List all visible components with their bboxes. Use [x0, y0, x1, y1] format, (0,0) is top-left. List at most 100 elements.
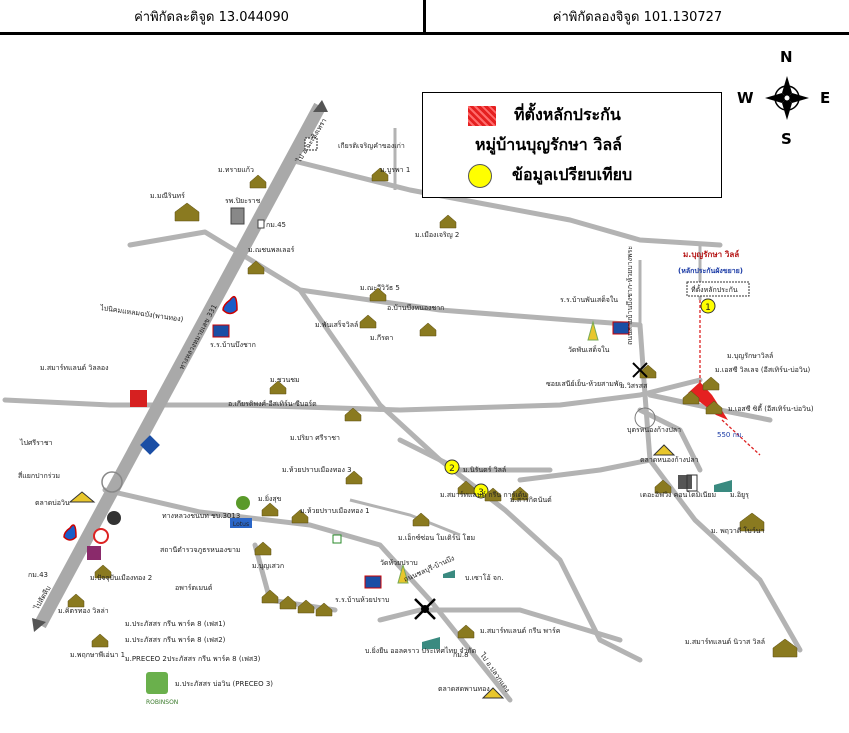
label-huai1: ม.ห้วยปราบเมืองทอง 1 — [300, 507, 370, 515]
legend-site-line2: หมู่บ้านบุญรักษา วิลล์ — [475, 135, 622, 154]
house-icon — [261, 589, 279, 604]
site-swatch-icon — [468, 105, 496, 126]
house-icon — [457, 480, 475, 495]
house-icons — [67, 167, 798, 658]
house-icon — [247, 260, 265, 275]
robinson-icon — [146, 672, 168, 694]
house-icon — [174, 202, 200, 222]
compass-e: E — [820, 89, 831, 107]
label-thamma: สี่แยกปากร่วม — [18, 471, 60, 480]
label-site-box: ที่ตั้งหลักประกัน — [691, 283, 738, 294]
lotus-icon — [230, 518, 252, 528]
house-icon — [279, 595, 297, 610]
label-km550: 550 กม. — [717, 431, 744, 439]
school-icon — [612, 321, 630, 335]
compass-w: W — [737, 89, 754, 107]
house-icon — [439, 214, 457, 229]
label-talad-khao: ตลาดสดพานทอง — [438, 685, 490, 693]
label-km45: กม.45 — [266, 221, 286, 229]
label-muksuk: ม.ยิ่งสุข — [258, 494, 282, 503]
arrow-south-icon — [32, 618, 46, 632]
house-icon — [254, 541, 272, 556]
compass-n: N — [780, 48, 793, 66]
label-condo: เดอะอิฟวิง คอนโดมิเนียม — [640, 490, 716, 499]
label-km43: กม.43 — [28, 571, 48, 579]
label-smart-villa: ม.สมาร์ทแลนด์ วิลลอง — [40, 364, 109, 372]
comparison-swatch-icon — [468, 163, 492, 188]
road-right — [637, 322, 803, 653]
label-talad-nong: ตลาดหนองก้างปลา — [640, 456, 699, 464]
house-icon — [359, 314, 377, 329]
market-icon — [481, 687, 505, 699]
house-icon — [419, 322, 437, 337]
toyota-icon — [87, 546, 101, 560]
label-pruksa8-2: ม.ประภัสสร กรีน พาร์ค 8 (เฟส2) — [125, 636, 226, 644]
legend-site-name: หมู่บ้านบุญรักษา วิลล์ — [475, 133, 622, 158]
house-icon — [291, 509, 309, 524]
label-mu-muangthong2: ม.ปัจจุบันเมืองทอง 2 — [90, 574, 152, 582]
house-icon — [91, 633, 109, 648]
marker-3-label: 3 — [478, 488, 484, 498]
label-preceo: ม.PRECEO 2ประภัสสร กรีน พาร์ค 8 (เฟส3) — [125, 655, 261, 663]
label-piyaraj: รพ.ปิยะราช — [225, 197, 261, 205]
bank-icon — [140, 435, 160, 455]
km45-post-icon — [257, 219, 265, 229]
house-icon — [345, 470, 363, 485]
house-icon — [369, 287, 387, 302]
label-nirun: ม.นิรันดร์ วิลล์ — [463, 466, 506, 474]
house-icon — [315, 602, 333, 617]
school-icon — [364, 575, 382, 589]
house-icon — [344, 407, 362, 422]
house-icon — [739, 512, 765, 532]
label-punyawee: ม. พฤวาดี โบว์นา — [711, 526, 764, 535]
label-market-bowin: ตลาดบ่อวิน — [35, 499, 70, 507]
label-robinson: ROBINSON — [146, 699, 178, 706]
label-boonraksa-title: ม.บุญรักษา วิลล์ — [683, 249, 739, 260]
label-bowin-preceo: ม.ประภัสสร บ่อวิน (PRECEO 3) — [175, 680, 273, 688]
house-icon — [705, 400, 723, 415]
school-icon — [212, 324, 230, 338]
label-phankwin: ม.พันเสร็จวิลล์ — [315, 320, 358, 329]
factory-icon — [443, 570, 455, 578]
intersection-icon — [414, 598, 436, 620]
highway-331 — [34, 102, 326, 629]
label-school-phansadet: ร.ร.บ้านพันเสด็จใน — [560, 295, 618, 304]
legend: ที่ตั้งหลักประกัน หมู่บ้านบุญรักษา วิลล์… — [422, 92, 722, 198]
road-namphu — [397, 437, 553, 473]
label-school-banbueng: ร.ร.บ้านบึงชาก — [210, 340, 256, 349]
market-icon — [652, 444, 676, 456]
road-huai — [517, 457, 653, 483]
label-smart-nivas: ม.สมาร์ทแลนด์ นิวาส วิลล์ — [685, 638, 765, 646]
label-wat-huai: วัดห้วยปราบ — [380, 559, 418, 567]
house-icon — [457, 624, 475, 639]
label-km8: กม.8 — [453, 651, 469, 659]
label-smart-green: ม.สมาร์ทแลนด์ กรีน การ์เด้น — [440, 491, 527, 499]
house-icon — [682, 390, 700, 405]
gas-station-icon — [63, 524, 77, 541]
longitude-label: ค่าพิกัดลองจิจูด 101.130727 — [552, 9, 723, 25]
label-pariya: ม.ปริยา ศรีราชา — [290, 434, 340, 442]
label-ban-narai: อ.บ้านบึงหนองชาก — [387, 303, 444, 312]
comparison-markers: 1 2 3 — [444, 298, 716, 499]
house-icon — [511, 486, 529, 501]
label-sc-city: ม.เอสซี ซิตี้ (อีสเทิร์น-บ่อวิน) — [728, 402, 814, 413]
label-chuanchom: ม.ชวนชม — [270, 376, 300, 384]
road-east-west — [2, 377, 703, 413]
house-icon — [772, 638, 798, 658]
label-kraisorn: ม.ทรายแก้ว — [218, 166, 254, 174]
road-north — [287, 157, 723, 248]
house-icon — [67, 593, 85, 608]
label-to-bangbueng: ไปนิคมแหลมฉบัง(พานทอง) — [99, 303, 184, 324]
label-sarakit: ม.สารกิตนันต์ — [510, 496, 552, 504]
label-b-bangpra: บ.ยิ่งยืน ออลคราว ประเทศไทย จำกัด — [365, 646, 476, 655]
house-icon — [269, 380, 287, 395]
label-pruksa8-1: ม.ประภัสสร กรีน พาร์ค 8 (เฟส1) — [125, 620, 226, 628]
factory-icon — [422, 637, 440, 649]
company-grid-icon — [686, 474, 698, 492]
marker-2 — [444, 459, 460, 475]
road-nongkhang — [637, 407, 703, 473]
hospital-icon — [230, 207, 245, 225]
label-kittipong: อ.เกียรติพงศ์-อีสเทิร์น-ซีบอร์ด — [228, 400, 317, 408]
label-toward-road: ถนนสายบ้านบึงชาก-ห้วยบางพระ — [625, 246, 634, 345]
label-soi-namphu: ซอยเสนีย์เย็น-ห้วยสามพัก — [546, 379, 623, 388]
